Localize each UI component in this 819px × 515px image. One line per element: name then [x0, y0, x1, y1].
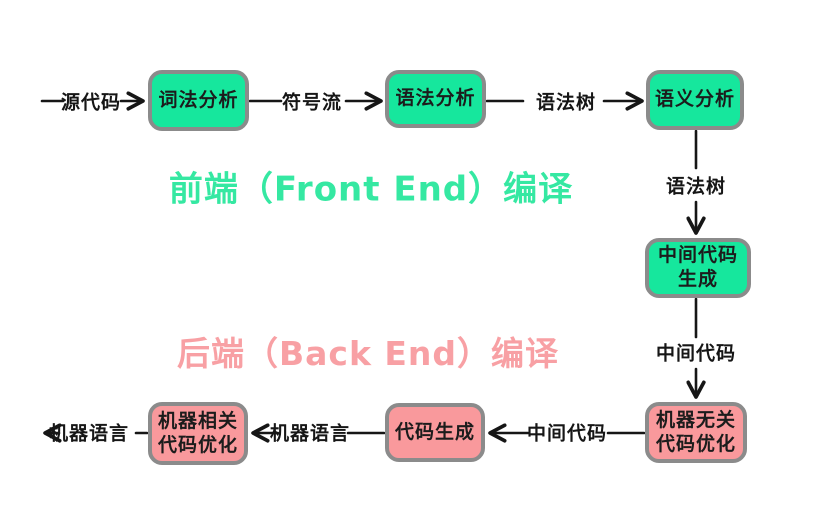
edge-label-syntax-tree-top: 语法树 [535, 91, 597, 114]
back-end-title: 后端（Back End）编译 [176, 334, 560, 373]
edge-label-syntax-tree-right: 语法树 [665, 175, 727, 198]
edge-label-machine-language-out: 机器语言 [48, 422, 130, 445]
node-ir-generation: 中间代码 生成 [645, 238, 751, 298]
node-code-generation: 代码生成 [385, 403, 485, 462]
edge-label-machine-language-mid: 机器语言 [269, 422, 351, 445]
edge-label-intermediate-code-bottom: 中间代码 [526, 422, 608, 445]
node-machine-independent-optimization: 机器无关 代码优化 [645, 402, 747, 463]
front-end-title: 前端（Front End）编译 [168, 169, 574, 210]
node-machine-dependent-optimization: 机器相关 代码优化 [148, 402, 248, 465]
node-semantic-analysis: 语义分析 [646, 70, 744, 130]
edge-label-token-stream: 符号流 [281, 91, 343, 114]
edge-label-intermediate-code-right: 中间代码 [655, 342, 737, 365]
node-syntax-analysis: 语法分析 [385, 70, 486, 128]
node-lexical-analysis: 词法分析 [148, 70, 249, 131]
edge-label-source-code: 源代码 [60, 91, 122, 114]
